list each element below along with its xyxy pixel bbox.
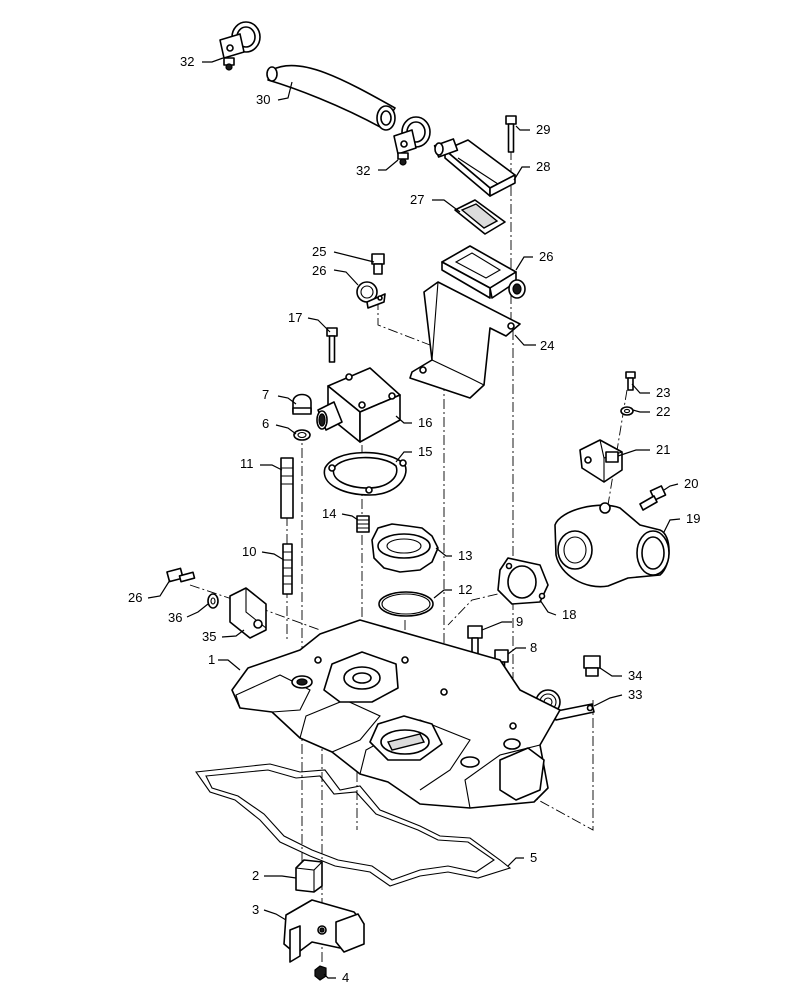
washer-22 [620, 406, 634, 416]
callout-32-top: 32 [180, 54, 194, 69]
breather-cap [371, 523, 439, 573]
bolt-30 [505, 115, 517, 153]
callout-23: 23 [656, 385, 670, 400]
callout-1: 1 [208, 652, 215, 667]
callout-18: 18 [562, 607, 576, 622]
temperature-sensor [579, 439, 623, 483]
stud-10 [282, 543, 293, 595]
bolt-17 [326, 327, 338, 363]
washer-6 [293, 429, 311, 441]
callout-13: 13 [458, 548, 472, 563]
breather-hose [266, 64, 396, 131]
callout-12: 12 [458, 582, 472, 597]
mounting-bracket [409, 281, 521, 399]
elbow-fitting [433, 138, 516, 197]
callout-36: 36 [168, 610, 182, 625]
water-outlet [554, 502, 670, 588]
bolt-20 [639, 485, 667, 511]
harness-bracket [283, 899, 365, 963]
cover-gasket [323, 451, 407, 496]
callout-5: 5 [530, 850, 537, 865]
callout-leaders [147, 57, 681, 979]
bolt-26-upper [371, 253, 385, 275]
callout-31: 30 [256, 92, 270, 107]
callout-20: 20 [684, 476, 698, 491]
callout-19: 19 [686, 511, 700, 526]
callout-labels: 32 30 32 29 28 27 26 24 25 26 17 16 7 6 … [128, 54, 700, 985]
callout-10: 10 [242, 544, 256, 559]
callout-6: 6 [262, 416, 269, 431]
callout-22: 22 [656, 404, 670, 419]
callout-28: 26 [539, 249, 553, 264]
hose-clamp-top [219, 21, 261, 71]
callout-34: 34 [628, 668, 642, 683]
fitting-gasket [454, 199, 506, 235]
nut-4 [314, 965, 327, 981]
callout-29: 28 [536, 159, 550, 174]
callout-25: 26 [312, 263, 326, 278]
outlet-gasket [497, 557, 549, 605]
callout-7: 7 [262, 387, 269, 402]
bolt-23 [625, 371, 636, 391]
insulator-block [295, 859, 323, 893]
callout-8: 8 [530, 640, 537, 655]
cap-nut [292, 393, 312, 415]
callout-3: 3 [252, 902, 259, 917]
stud-11 [280, 457, 294, 519]
callout-26-lower: 26 [128, 590, 142, 605]
washer-36 [207, 593, 219, 609]
valve-cover [231, 619, 561, 809]
callout-16: 16 [418, 415, 432, 430]
callout-4: 4 [342, 970, 349, 985]
callout-33: 33 [628, 687, 642, 702]
callout-14: 14 [322, 506, 336, 521]
callout-32-mid: 32 [356, 163, 370, 178]
spring-clamp-25 [356, 281, 386, 309]
callout-11: 11 [240, 456, 254, 471]
valve-cover-gasket [195, 763, 512, 887]
callout-15: 15 [418, 444, 432, 459]
callout-30: 29 [536, 122, 550, 137]
callout-24: 24 [540, 338, 554, 353]
set-screw [356, 515, 370, 533]
bolt-34 [583, 655, 601, 677]
callout-21: 21 [656, 442, 670, 457]
hose-clamp-mid [393, 116, 431, 166]
callout-26-upper: 25 [312, 244, 326, 259]
callout-27: 27 [410, 192, 424, 207]
outlet-fitting [441, 245, 526, 299]
bolt-26-lower [166, 567, 196, 583]
callout-17: 17 [288, 310, 302, 325]
callout-9: 9 [516, 614, 523, 629]
callout-35: 35 [202, 629, 216, 644]
o-ring [378, 591, 434, 617]
valve-cover-housing [316, 367, 401, 443]
callout-2: 2 [252, 868, 259, 883]
lifting-bracket [229, 587, 267, 639]
